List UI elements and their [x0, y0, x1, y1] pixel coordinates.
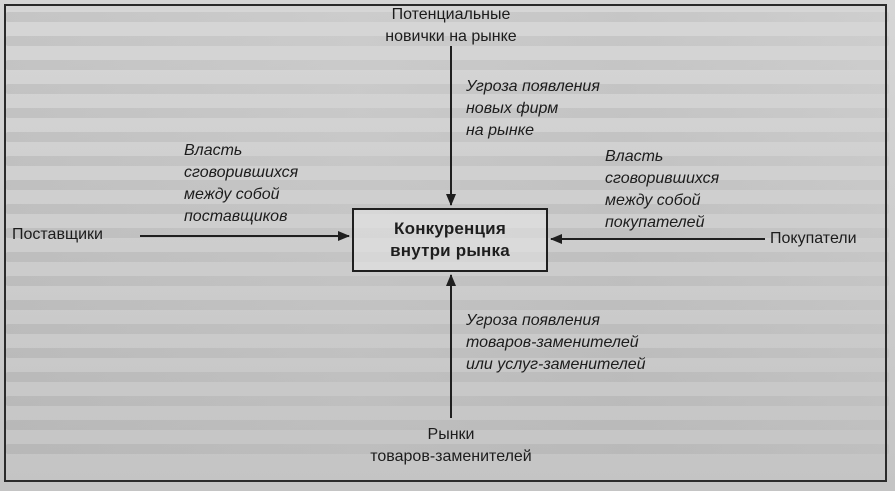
- background-text-line: [6, 84, 889, 94]
- label-threat-substitutes: Угроза появления товаров-заменителей или…: [466, 310, 646, 376]
- node-potential-entrants-line-2: новички на рынке: [385, 28, 517, 45]
- label-threat-new-entrants-line-3: на рынке: [466, 122, 535, 139]
- background-text-line: [6, 420, 889, 430]
- background-text-line: [6, 60, 889, 70]
- node-potential-entrants-line-1: Потенциальные: [391, 6, 511, 23]
- background-text-line: [6, 180, 889, 190]
- label-buyer-power-line-1: Власть: [605, 148, 664, 165]
- node-substitute-markets: Рынки товаров-заменителей: [336, 424, 566, 468]
- label-threat-substitutes-line-2: товаров-заменителей: [466, 334, 639, 351]
- node-buyers: Покупатели: [770, 228, 882, 250]
- background-text-line: [6, 132, 889, 142]
- center-box-line-1: Конкуренция: [394, 219, 506, 238]
- node-potential-entrants: Потенциальные новички на рынке: [356, 4, 546, 48]
- label-threat-substitutes-line-3: или услуг-заменителей: [466, 356, 646, 373]
- background-text-line: [6, 12, 889, 22]
- label-buyer-power-line-4: покупателей: [605, 214, 705, 231]
- label-buyer-power-line-3: между собой: [605, 192, 701, 209]
- background-text-line: [6, 300, 889, 310]
- background-text-line: [6, 36, 889, 46]
- label-supplier-power-line-2: сговорившихся: [184, 164, 299, 181]
- background-text-line: [6, 156, 889, 166]
- label-threat-new-entrants-line-1: Угроза появления: [466, 78, 600, 95]
- node-buyers-label: Покупатели: [770, 230, 857, 247]
- label-supplier-power-line-1: Власть: [184, 142, 243, 159]
- node-substitute-markets-line-1: Рынки: [427, 426, 475, 443]
- label-buyer-power: Власть сговорившихся между собой покупат…: [605, 146, 719, 234]
- background-text-line: [6, 444, 889, 454]
- background-text-line: [6, 372, 889, 382]
- background-text-line: [6, 324, 889, 334]
- background-text-line: [6, 108, 889, 118]
- background-text-line: [6, 348, 889, 358]
- center-box-line-2: внутри рынка: [390, 241, 510, 260]
- label-supplier-power-line-3: между собой: [184, 186, 280, 203]
- label-threat-substitutes-line-1: Угроза появления: [466, 312, 600, 329]
- label-buyer-power-line-2: сговорившихся: [605, 170, 720, 187]
- center-box-market-competition: Конкуренция внутри рынка: [352, 208, 548, 272]
- label-threat-new-entrants-line-2: новых фирм: [466, 100, 559, 117]
- label-threat-new-entrants: Угроза появления новых фирм на рынке: [466, 76, 600, 142]
- node-suppliers-label: Поставщики: [12, 226, 103, 243]
- diagram-frame: [4, 4, 887, 482]
- background-text-line: [6, 396, 889, 406]
- node-suppliers: Поставщики: [12, 224, 136, 246]
- node-substitute-markets-line-2: товаров-заменителей: [370, 448, 532, 465]
- label-supplier-power: Власть сговорившихся между собой поставщ…: [184, 140, 298, 228]
- label-supplier-power-line-4: поставщиков: [184, 208, 288, 225]
